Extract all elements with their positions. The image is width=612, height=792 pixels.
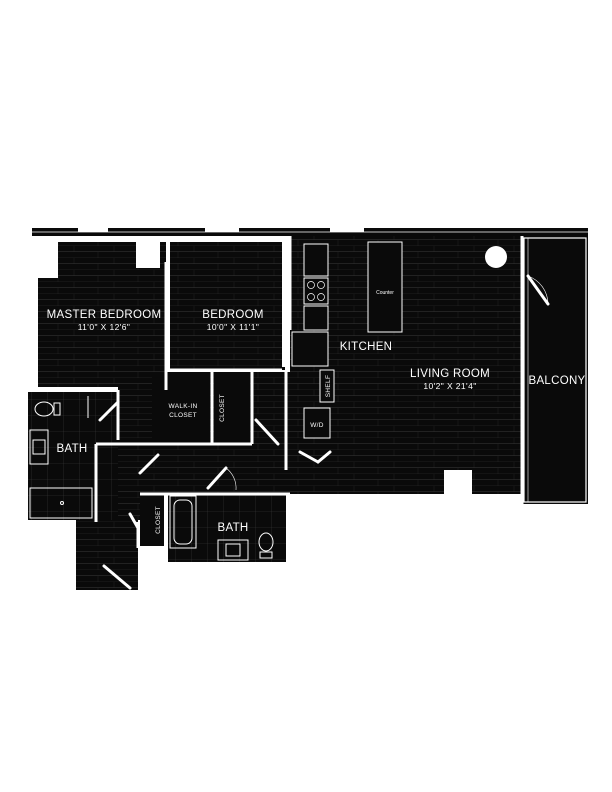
bathtub	[169, 495, 197, 549]
walk-in-label: WALK-IN	[169, 403, 198, 410]
washer-dryer-label: W/D	[310, 422, 324, 429]
walk-in-closet-floor	[152, 372, 210, 444]
closet-floor	[214, 372, 250, 444]
kitchen-fixtures: Counter	[291, 241, 507, 439]
burner	[317, 281, 325, 289]
sink	[225, 543, 241, 557]
master-bedroom-label: MASTER BEDROOM	[47, 309, 162, 321]
hall-closet-floor	[140, 494, 164, 546]
vanity	[217, 539, 249, 561]
door-swings	[98, 274, 550, 590]
master-bath-floor	[28, 392, 118, 520]
island-label: Counter	[376, 290, 394, 296]
burner	[317, 293, 325, 301]
vanity	[29, 429, 49, 465]
living-room-label: LIVING ROOM	[410, 368, 490, 380]
interior-walls	[28, 236, 524, 548]
toilet-tank	[53, 402, 61, 416]
toilet	[258, 532, 274, 552]
living-room-dimensions: 10'2" X 21'4"	[423, 381, 476, 391]
master-bedroom-dimensions: 11'0" X 12'6"	[78, 322, 131, 332]
pantry	[291, 331, 329, 367]
kitchen-island	[367, 241, 403, 333]
entry-floor	[76, 520, 138, 590]
kitchen-label: KITCHEN	[340, 341, 393, 353]
drain	[60, 501, 64, 505]
master-bath-label: BATH	[56, 443, 87, 455]
hall-closet-label: CLOSET	[155, 506, 162, 534]
living-room-floor	[290, 236, 522, 494]
shelf-label: SHELF	[325, 375, 332, 397]
bedroom-label: BEDROOM	[202, 309, 264, 321]
bedroom-dimensions: 10'0" X 11'1"	[207, 322, 260, 332]
bath-label: BATH	[217, 522, 248, 534]
closet-label: CLOSET	[219, 394, 226, 422]
range	[303, 277, 329, 305]
refrigerator	[303, 243, 329, 277]
toilet-tank	[259, 551, 273, 559]
balcony-floor	[522, 236, 588, 504]
burner	[307, 281, 315, 289]
bedroom-floor	[170, 242, 285, 370]
shower	[29, 487, 93, 519]
washer-dryer	[303, 407, 331, 439]
toilet	[34, 401, 54, 417]
room-labels: MASTER BEDROOM 11'0" X 12'6" BEDROOM 10'…	[47, 309, 586, 534]
balcony-label: BALCONY	[528, 375, 585, 387]
sink	[32, 439, 46, 455]
walk-in-closet-label: CLOSET	[169, 412, 197, 419]
shelf	[319, 369, 335, 403]
burner	[307, 293, 315, 301]
counter	[303, 305, 329, 331]
column	[485, 246, 507, 268]
bath-fixtures	[29, 396, 274, 561]
